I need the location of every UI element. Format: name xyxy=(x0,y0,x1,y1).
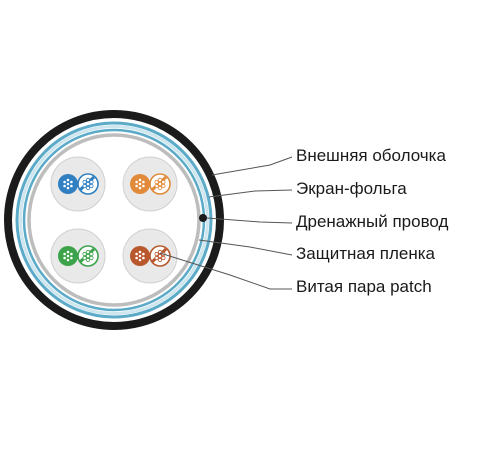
leader-line-outer-jacket xyxy=(211,156,293,176)
leader-lines xyxy=(159,156,293,290)
cable-core xyxy=(34,140,194,300)
label-foil-shield: Экран-фольга xyxy=(296,179,407,198)
conductor-blue xyxy=(58,174,78,194)
label-drain-wire: Дренажный провод xyxy=(296,212,449,231)
drain-wire xyxy=(199,214,207,222)
twisted-pair-green xyxy=(50,228,106,284)
twisted-pair-orange xyxy=(122,156,178,212)
conductor-blue-white xyxy=(77,173,99,195)
label-twisted-pair: Витая пара patch xyxy=(296,277,432,296)
leader-line-twisted-pair xyxy=(159,252,292,290)
leader-line-drain-wire xyxy=(206,217,293,224)
label-outer-jacket: Внешняя оболочка xyxy=(296,146,446,165)
twisted-pair-blue xyxy=(50,156,106,212)
conductor-brown xyxy=(130,246,150,266)
leader-line-protective-film xyxy=(198,239,293,256)
conductor-orange-white xyxy=(149,173,171,195)
conductor-green-white xyxy=(77,245,99,267)
twisted-pairs xyxy=(50,156,178,284)
foil-shield-outer xyxy=(15,121,213,319)
leader-line-foil-shield xyxy=(208,189,293,198)
twisted-pair-brown xyxy=(122,228,178,284)
label-protective-film: Защитная пленка xyxy=(296,244,435,263)
conductor-orange xyxy=(130,174,150,194)
conductor-brown-white xyxy=(149,245,171,267)
conductor-green xyxy=(58,246,78,266)
foil-shield-gap xyxy=(19,125,209,315)
